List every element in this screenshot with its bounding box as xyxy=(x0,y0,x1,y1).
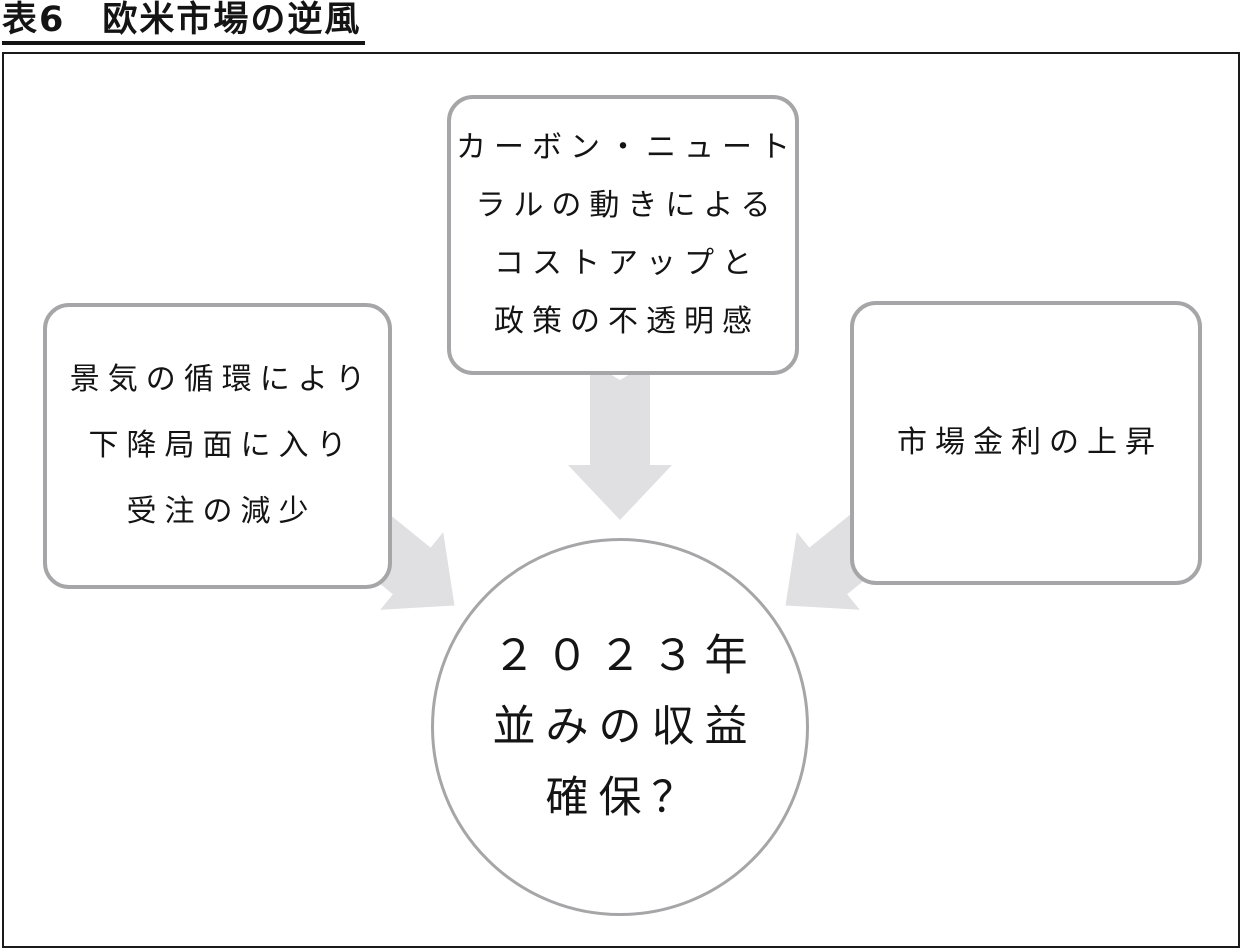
cause-box-carbon-neutral: カーボン・ニュート ラルの動きによる コストアップと 政策の不透明感 xyxy=(447,95,799,375)
cause-box-line: カーボン・ニュート xyxy=(456,130,798,165)
arrow-right-to-circle-icon xyxy=(785,501,904,610)
cause-box-line: 市場金利の上昇 xyxy=(897,425,1163,460)
cause-box-line: 景気の循環により xyxy=(69,362,374,397)
cause-box-economic-cycle: 景気の循環により 下降局面に入り 受注の減少 xyxy=(43,303,392,589)
outcome-circle-profit-question: ２０２３年 並みの収益 確保？ xyxy=(431,538,809,916)
cause-box-line: 下降局面に入り xyxy=(88,428,355,463)
outcome-circle-line: 並みの収益 xyxy=(492,701,758,752)
diagram-frame: カーボン・ニュート ラルの動きによる コストアップと 政策の不透明感 景気の循環… xyxy=(2,52,1240,948)
arrow-top-to-circle-icon xyxy=(568,362,672,520)
figure-title: 表6 欧米市場の逆風 xyxy=(2,0,366,45)
outcome-circle-line: ２０２３年 xyxy=(492,630,758,681)
arrow-left-to-circle-icon xyxy=(336,501,455,610)
cause-box-line: 政策の不透明感 xyxy=(494,304,760,339)
cause-box-line: ラルの動きによる xyxy=(475,188,779,223)
cause-box-line: コストアップと xyxy=(494,246,760,281)
arrows-layer xyxy=(336,362,904,610)
outcome-circle-line: 確保？ xyxy=(545,772,705,823)
cause-box-line: 受注の減少 xyxy=(126,494,317,529)
cause-box-interest-rates: 市場金利の上昇 xyxy=(850,301,1202,585)
